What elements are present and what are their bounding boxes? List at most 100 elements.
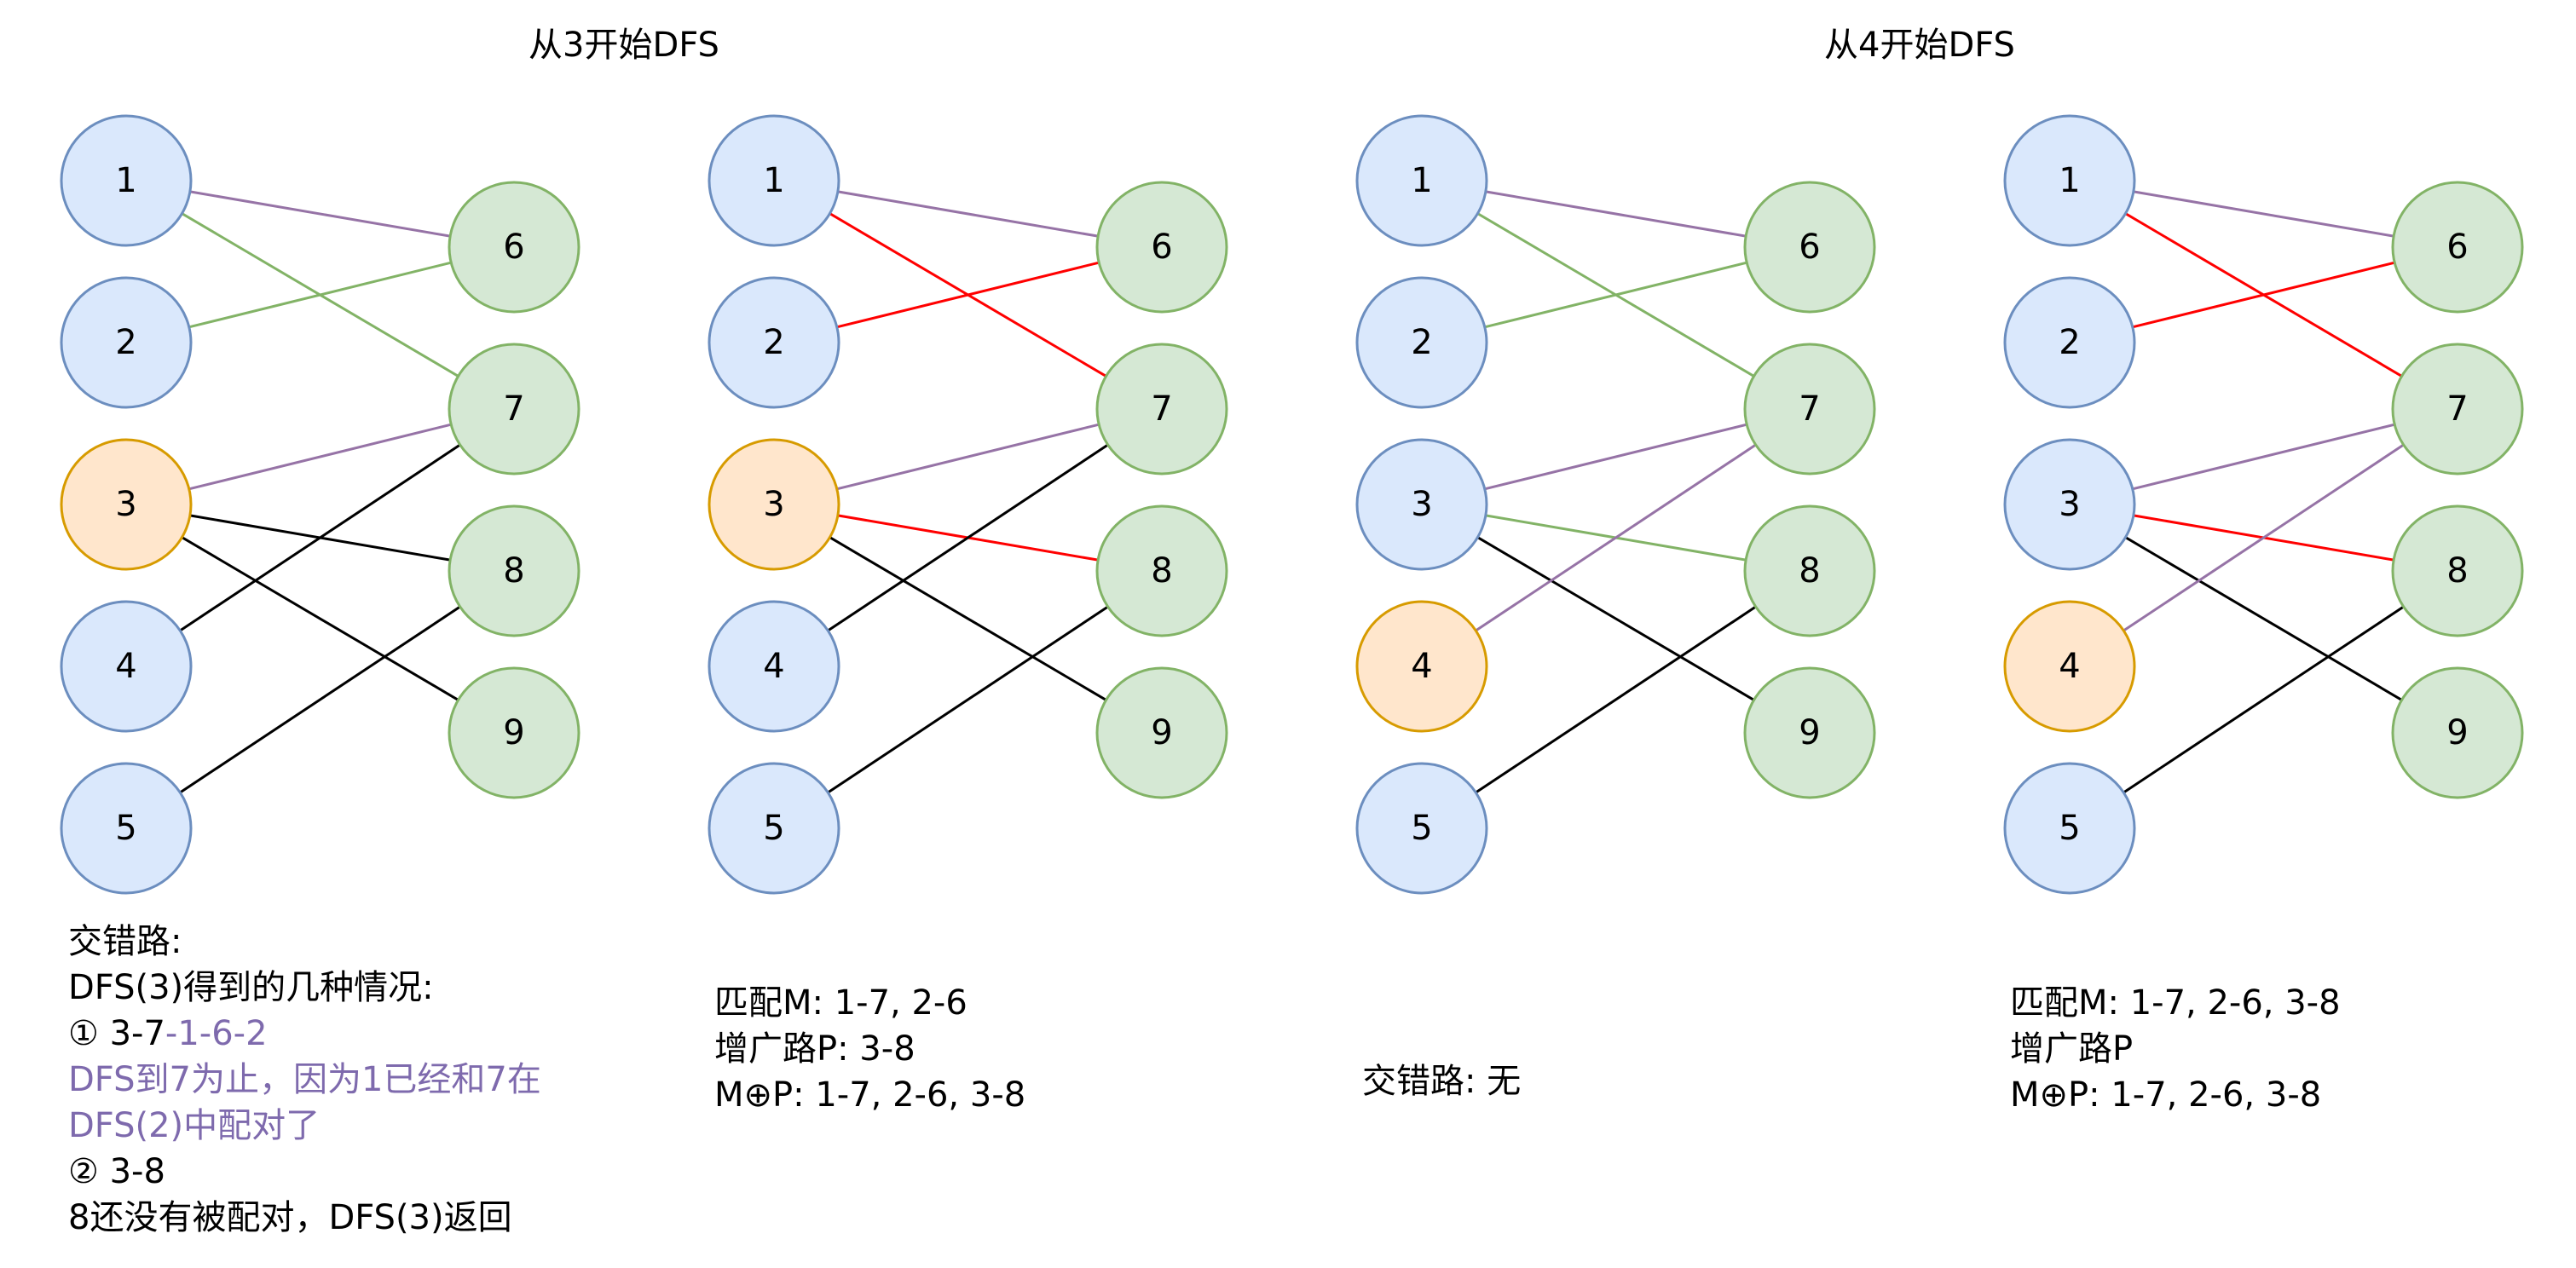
node-9 (448, 666, 580, 799)
edge-3-7 (1484, 423, 1747, 491)
edge-4-7 (2123, 443, 2405, 632)
node-5 (2003, 762, 2136, 895)
panel-1-notes: 交错路: DFS(3)得到的几种情况: ① 3-7-1-6-2 DFS到7为止，… (68, 919, 541, 1241)
node-6 (1095, 181, 1228, 314)
node-9 (2391, 666, 2524, 799)
edge-2-6 (188, 261, 452, 329)
node-9 (1095, 666, 1228, 799)
node-label-5: 5 (1411, 809, 1432, 848)
node-label-2: 2 (2059, 323, 2080, 362)
node-7 (1743, 343, 1876, 476)
node-8 (1095, 504, 1228, 637)
edge-2-6 (1484, 261, 1747, 329)
node-label-4: 4 (763, 647, 784, 686)
node-4 (2003, 600, 2136, 733)
node-label-3: 3 (1411, 485, 1432, 524)
case-1-path: ① 3-7 (68, 1014, 165, 1053)
title-dfs-from-3: 从3开始DFS (528, 26, 719, 65)
symmetric-difference-label: M⊕P: 1-7, 2-6, 3-8 (2010, 1075, 2322, 1115)
node-label-2: 2 (1411, 323, 1432, 362)
node-2 (60, 276, 193, 409)
edge-4-7 (179, 443, 461, 632)
node-1 (60, 114, 193, 247)
node-label-4: 4 (115, 647, 136, 686)
edge-5-8 (1475, 605, 1757, 794)
node-label-6: 6 (2446, 228, 2468, 267)
node-3 (60, 438, 193, 571)
node-label-8: 8 (503, 551, 524, 591)
node-label-9: 9 (1151, 713, 1172, 752)
node-label-1: 1 (763, 161, 784, 200)
node-label-4: 4 (1411, 647, 1432, 686)
node-label-1: 1 (115, 161, 136, 200)
node-4 (708, 600, 840, 733)
edge-1-6 (1485, 190, 1747, 238)
case-1-path-continued: -1-6-2 (165, 1014, 268, 1053)
node-8 (2391, 504, 2524, 637)
node-4 (60, 600, 193, 733)
edge-1-6 (2133, 190, 2394, 238)
node-label-8: 8 (1151, 551, 1172, 591)
title-dfs-from-4: 从4开始DFS (1824, 26, 2015, 65)
node-label-8: 8 (1799, 551, 1820, 591)
node-3 (1355, 438, 1488, 571)
node-8 (448, 504, 580, 637)
node-label-1: 1 (2059, 161, 2080, 200)
dfs3-cases-label: DFS(3)得到的几种情况: (68, 968, 434, 1007)
node-6 (448, 181, 580, 314)
node-label-7: 7 (1799, 389, 1820, 429)
node-label-4: 4 (2059, 647, 2080, 686)
node-label-9: 9 (503, 713, 524, 752)
node-label-5: 5 (2059, 809, 2080, 848)
node-4 (1355, 600, 1488, 733)
edge-3-7 (2132, 423, 2395, 491)
node-label-3: 3 (2059, 485, 2080, 524)
alternating-path-label: 交错路: (68, 922, 182, 961)
node-7 (1095, 343, 1228, 476)
case-1-explanation: DFS到7为止，因为1已经和7在 (68, 1060, 541, 1099)
node-2 (1355, 276, 1488, 409)
node-6 (2391, 181, 2524, 314)
alternating-path-none-label: 交错路: 无 (1362, 1062, 1522, 1101)
edge-3-7 (836, 423, 1100, 491)
edge-4-7 (827, 443, 1109, 632)
node-label-8: 8 (2446, 551, 2468, 591)
case-1-line: ① 3-7-1-6-2 (68, 1011, 541, 1057)
node-label-6: 6 (1151, 228, 1172, 267)
node-7 (2391, 343, 2524, 476)
node-label-6: 6 (503, 228, 524, 267)
node-9 (1743, 666, 1876, 799)
node-label-2: 2 (115, 323, 136, 362)
edge-4-7 (1475, 443, 1757, 632)
node-2 (708, 276, 840, 409)
augmenting-path-label: 增广路P: 3-8 (714, 1029, 915, 1069)
node-3 (2003, 438, 2136, 571)
edge-3-9 (2124, 536, 2403, 701)
node-label-9: 9 (1799, 713, 1820, 752)
panel-2-notes: 匹配M: 1-7, 2-6 增广路P: 3-8 M⊕P: 1-7, 2-6, 3… (714, 980, 1025, 1118)
edge-1-6 (837, 190, 1099, 238)
node-1 (708, 114, 840, 247)
node-2 (2003, 276, 2136, 409)
node-5 (60, 762, 193, 895)
edge-2-6 (2132, 261, 2395, 329)
matching-label: 匹配M: 1-7, 2-6 (714, 983, 967, 1023)
node-7 (448, 343, 580, 476)
edge-5-8 (179, 605, 461, 794)
node-label-9: 9 (2446, 713, 2468, 752)
graph-panel-4: 1 2 3 4 5 6 7 8 9 (2003, 114, 2524, 895)
node-label-5: 5 (763, 809, 784, 848)
node-1 (2003, 114, 2136, 247)
node-label-7: 7 (2446, 389, 2468, 429)
edge-3-9 (829, 536, 1107, 701)
edge-5-8 (2123, 605, 2405, 794)
panel-4-notes: 匹配M: 1-7, 2-6, 3-8 增广路P M⊕P: 1-7, 2-6, 3… (2010, 980, 2341, 1118)
node-8 (1743, 504, 1876, 637)
node-label-7: 7 (503, 389, 524, 429)
node-label-6: 6 (1799, 228, 1820, 267)
